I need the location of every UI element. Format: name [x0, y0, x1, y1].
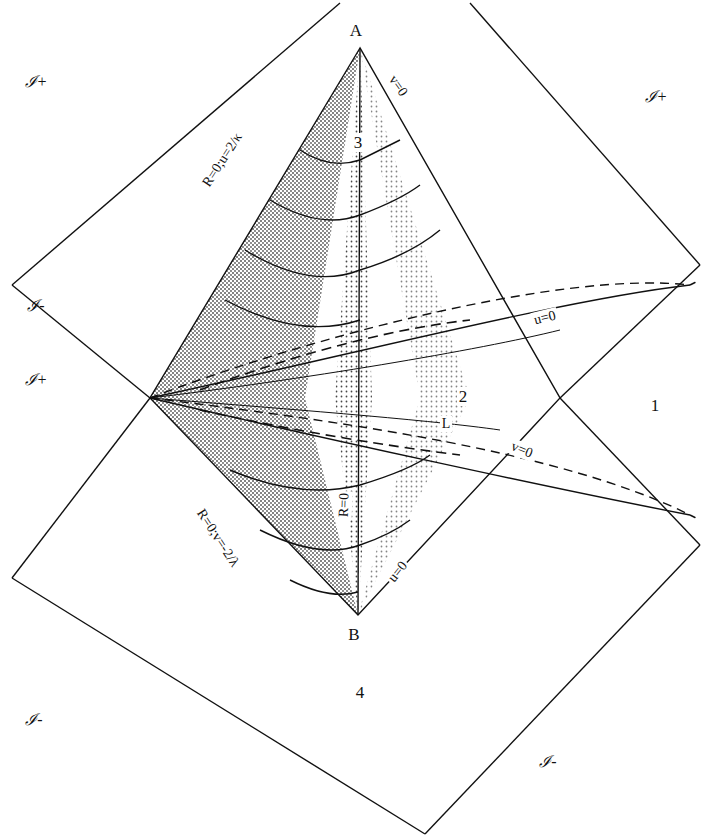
diagram-label: R=0;v=-2/λ: [192, 505, 243, 572]
diagram-label: B: [346, 625, 361, 644]
diagram-label: R=0: [336, 491, 353, 520]
diagram-label: ℐ+: [23, 371, 50, 389]
diagram-label: 3: [352, 133, 365, 152]
diagram-label: 2: [457, 387, 470, 406]
diagram-label: L: [440, 416, 453, 432]
diagram-label: 1: [649, 396, 662, 415]
diagram-label: ℐ-: [25, 297, 46, 315]
diagram-label: R=0;u=2/κ: [198, 128, 247, 191]
diagram-label: v=0: [507, 438, 537, 463]
diagram-label: ℐ-: [537, 753, 558, 771]
diagram-label: ℐ+: [23, 73, 50, 91]
diagram-label: u=0: [530, 307, 559, 329]
diagram-label: A: [348, 21, 364, 40]
diagram-label: ℐ+: [643, 88, 670, 106]
diagram-label: ℐ-: [23, 711, 44, 729]
diagram-label: 4: [354, 683, 367, 702]
